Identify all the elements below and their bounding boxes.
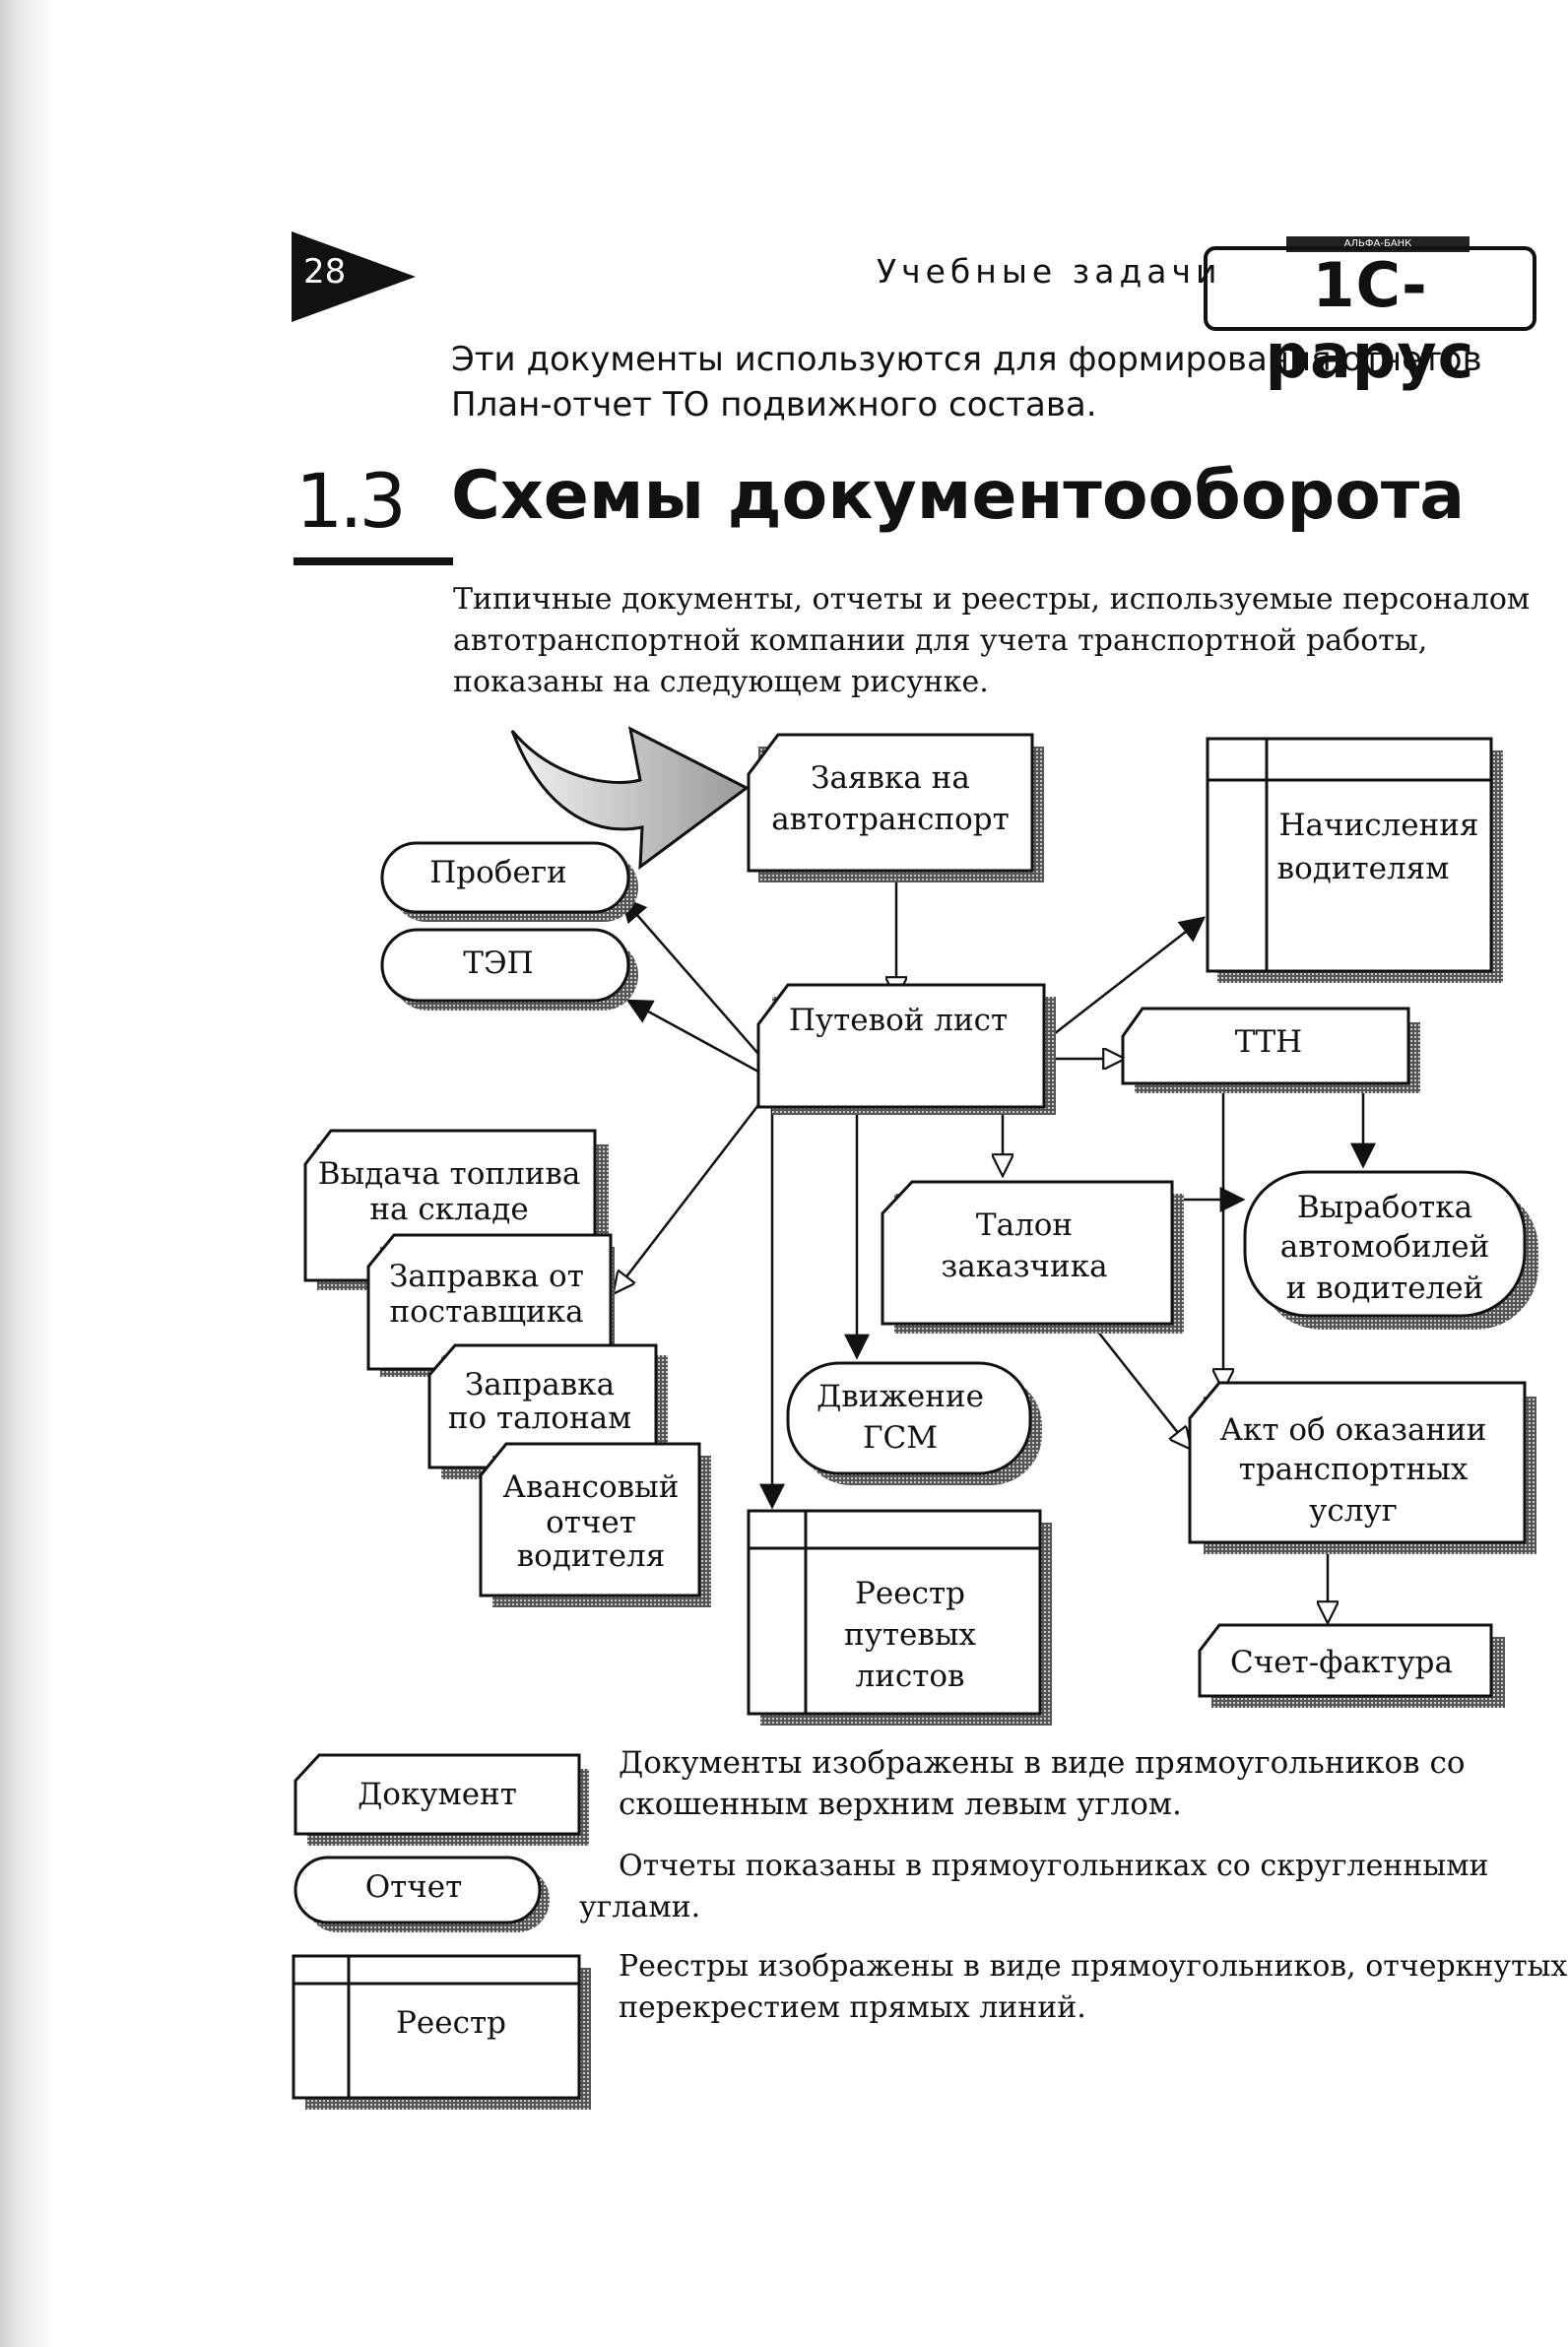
page-number-marker (292, 231, 416, 322)
svg-text:Заявка на: Заявка на (811, 760, 970, 796)
section-paragraph: Типичные документы, отчеты и реестры, ис… (453, 582, 1531, 699)
svg-text:Авансовый: Авансовый (503, 1469, 680, 1505)
legend-document-shape: Документ (294, 1753, 589, 1846)
section-title: Схемы документооборота (451, 457, 1466, 535)
svg-text:скошенным верхним левым углом.: скошенным верхним левым углом. (619, 1787, 1182, 1822)
svg-text:путевых: путевых (844, 1617, 977, 1653)
svg-text:Начисления: Начисления (1279, 808, 1479, 843)
node-waybill: Путевой лист (756, 983, 1056, 1115)
svg-text:ГСМ: ГСМ (863, 1420, 938, 1456)
incoming-arrow (510, 726, 750, 871)
svg-text:углами.: углами. (579, 1890, 700, 1924)
logo: 1С-рарус (1204, 246, 1536, 392)
legend-report-shape: Отчет (294, 1856, 550, 1932)
svg-text:Талон: Талон (976, 1207, 1073, 1243)
svg-text:Счет-фактура: Счет-фактура (1230, 1645, 1453, 1680)
node-driver-pay: Начисления водителям (1206, 737, 1503, 983)
section-number: 1.3 (295, 457, 407, 545)
node-service-act: Акт об оказании транспортных услуг (1188, 1381, 1536, 1554)
page-edge-shadow (0, 0, 55, 2347)
page-number: 28 (303, 252, 347, 292)
node-output: Выработка автомобилей и водителей (1243, 1170, 1538, 1330)
edge-coupon-act (1092, 1325, 1190, 1448)
edge-waybill-tep (625, 999, 759, 1074)
svg-text:автотранспорт: автотранспорт (771, 802, 1010, 837)
node-ttn: ТТН (1121, 1007, 1420, 1093)
svg-text:Отчет: Отчет (365, 1869, 463, 1905)
svg-text:услуг: услуг (1309, 1493, 1398, 1529)
section-rule (294, 557, 453, 565)
svg-text:Реестр: Реестр (396, 2005, 506, 2041)
svg-text:по талонам: по талонам (448, 1401, 631, 1436)
node-waybill-registry: Реестр путевых листов (747, 1509, 1052, 1726)
svg-text:Путевой лист: Путевой лист (789, 1003, 1008, 1038)
svg-text:Выдача топлива: Выдача топлива (318, 1156, 581, 1192)
svg-text:Отчеты показаны в прямоугольни: Отчеты показаны в прямоугольниках со скр… (619, 1849, 1489, 1883)
svg-text:заказчика: заказчика (941, 1249, 1107, 1284)
legend-registry-shape: Реестр (292, 1954, 591, 2110)
svg-text:отчет: отчет (546, 1505, 636, 1540)
svg-text:ТТН: ТТН (1235, 1024, 1302, 1060)
svg-text:ТЭП: ТЭП (463, 945, 533, 981)
svg-text:транспортных: транспортных (1239, 1452, 1469, 1487)
svg-text:Акт об оказании: Акт об оказании (1220, 1412, 1487, 1448)
svg-text:водителя: водителя (517, 1538, 666, 1574)
node-mileage: Пробеги (380, 841, 638, 922)
svg-text:Пробеги: Пробеги (429, 855, 566, 890)
svg-text:на складе: на складе (369, 1192, 528, 1227)
svg-text:Заправка: Заправка (465, 1367, 615, 1402)
svg-text:перекрестием прямых линий.: перекрестием прямых линий. (619, 1990, 1086, 2025)
svg-text:и водителей: и водителей (1286, 1271, 1484, 1306)
svg-text:Заправка от: Заправка от (389, 1259, 584, 1294)
svg-text:автомобилей: автомобилей (1280, 1229, 1490, 1265)
node-tep: ТЭП (380, 928, 638, 1011)
node-fuel-movement: Движение ГСМ (786, 1361, 1042, 1485)
svg-text:Реестры изображены в виде прям: Реестры изображены в виде прямоугольнико… (619, 1949, 1568, 1984)
edge-waybill-fuelsupplier (615, 1104, 759, 1292)
intro-text: Эти документы используются для формирова… (451, 340, 1482, 424)
svg-text:Реестр: Реестр (855, 1576, 965, 1611)
svg-text:Документ: Документ (358, 1777, 517, 1812)
edge-waybill-driverpay (1053, 916, 1207, 1035)
legend-descriptions: Документы изображены в виде прямоугольни… (579, 1745, 1568, 2025)
node-invoice: Счет-фактура (1198, 1623, 1505, 1708)
svg-text:поставщика: поставщика (389, 1294, 583, 1330)
node-request: Заявка на автотранспорт (747, 733, 1044, 882)
svg-text:Движение: Движение (817, 1379, 984, 1414)
running-header: Учебные задачи (877, 252, 1222, 291)
svg-text:водителям: водителям (1277, 851, 1450, 886)
svg-text:Выработка: Выработка (1297, 1190, 1472, 1225)
svg-text:листов: листов (856, 1659, 965, 1694)
svg-text:Документы изображены в виде пр: Документы изображены в виде прямоугольни… (619, 1745, 1466, 1781)
node-customer-coupon: Талон заказчика (881, 1180, 1184, 1334)
node-advance-report: Авансовый отчет водителя (479, 1442, 711, 1607)
edge-waybill-mileage (621, 896, 759, 1055)
